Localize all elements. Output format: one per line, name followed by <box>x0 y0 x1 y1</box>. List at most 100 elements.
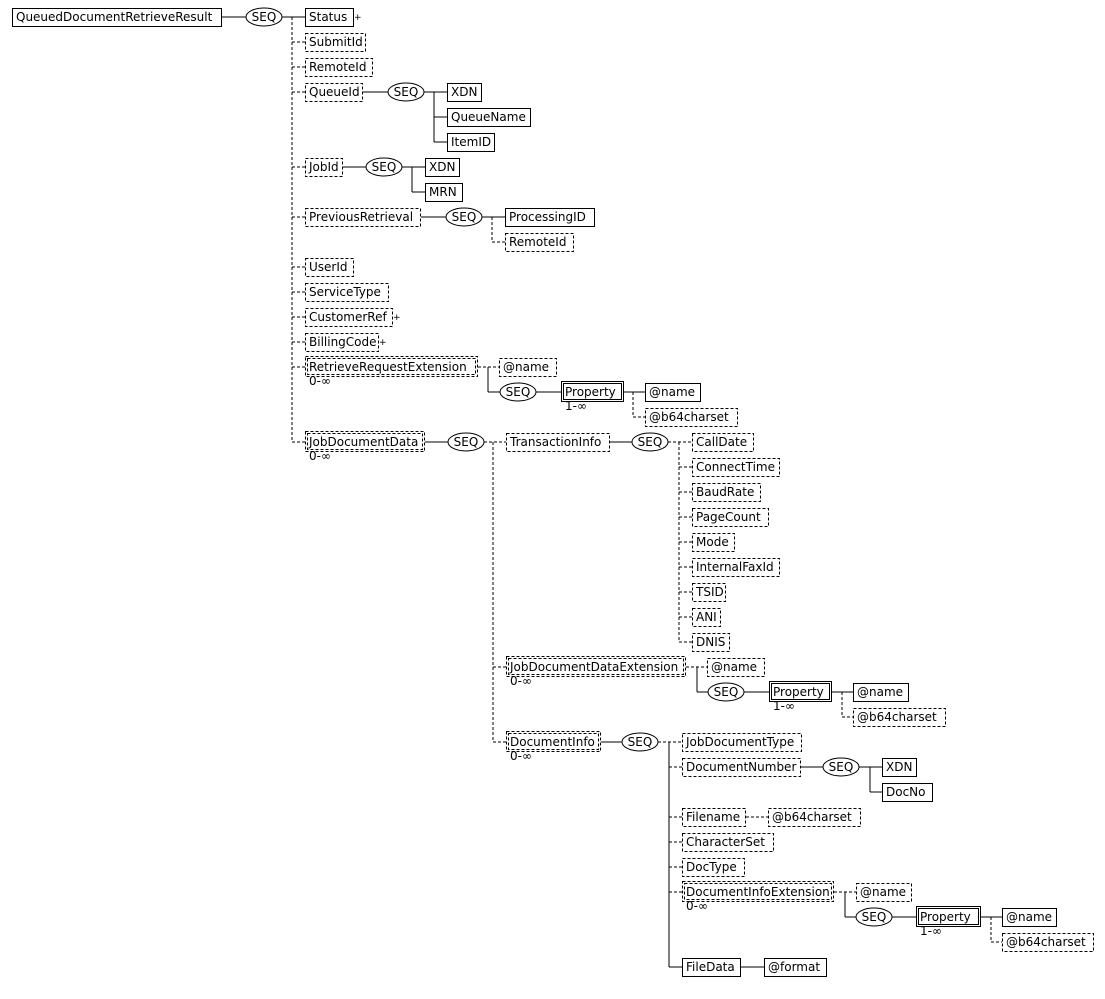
svg-text:SEQ: SEQ <box>714 685 739 699</box>
node-baud-rate[interactable]: BaudRate <box>692 483 761 502</box>
svg-text:XDN: XDN <box>429 160 455 174</box>
node-filename-charset-attr[interactable]: @b64charset <box>768 808 861 827</box>
svg-text:Property: Property <box>565 385 616 399</box>
svg-text:SEQ: SEQ <box>628 735 653 749</box>
node-billing-code[interactable]: BillingCode+ <box>305 333 387 352</box>
node-jdde-prop-charset-attr[interactable]: @b64charset <box>853 708 946 727</box>
cardinality-label: 0-∞ <box>309 449 331 463</box>
svg-text:Mode: Mode <box>696 535 729 549</box>
node-queue-name[interactable]: QueueName <box>447 108 531 127</box>
svg-text:SEQ: SEQ <box>372 160 397 174</box>
node-file-data[interactable]: FileData <box>682 958 741 977</box>
svg-text:RemoteId: RemoteId <box>309 60 366 74</box>
cardinality-label: 0-∞ <box>309 374 331 388</box>
node-doc-no[interactable]: DocNo <box>882 783 933 802</box>
node-connect-time[interactable]: ConnectTime <box>692 458 780 477</box>
svg-text:CustomerRef: CustomerRef <box>309 310 387 324</box>
svg-text:@format: @format <box>768 960 820 974</box>
svg-text:JobDocumentData: JobDocumentData <box>308 435 418 449</box>
node-job-mrn[interactable]: MRN <box>425 183 463 202</box>
node-queued-document-retrieve-result[interactable]: QueuedDocumentRetrieveResult <box>12 8 222 27</box>
node-remote-id[interactable]: RemoteId <box>305 58 373 77</box>
seq-compositor-queue-id: SEQ <box>387 82 425 102</box>
svg-text:@b64charset: @b64charset <box>857 710 937 724</box>
svg-text:SEQ: SEQ <box>252 10 277 24</box>
cardinality-label: 1-∞ <box>565 399 587 413</box>
node-rre-prop-name-attr[interactable]: @name <box>645 383 701 402</box>
svg-text:ProcessingID: ProcessingID <box>509 210 586 224</box>
svg-text:@name: @name <box>649 385 695 399</box>
node-customer-ref[interactable]: CustomerRef + <box>305 308 401 327</box>
node-item-id[interactable]: ItemID <box>447 133 495 152</box>
svg-text:SEQ: SEQ <box>452 210 477 224</box>
node-character-set[interactable]: CharacterSet <box>682 833 774 852</box>
node-rre-prop-charset-attr[interactable]: @b64charset <box>645 408 738 427</box>
node-processing-id[interactable]: ProcessingID <box>505 208 595 227</box>
node-queue-xdn[interactable]: XDN <box>447 83 482 102</box>
svg-text:CharacterSet: CharacterSet <box>686 835 765 849</box>
node-rre-name-attr[interactable]: @name <box>499 358 557 377</box>
node-ani[interactable]: ANI <box>692 608 721 627</box>
svg-text:PreviousRetrieval: PreviousRetrieval <box>309 210 413 224</box>
svg-text:TransactionInfo: TransactionInfo <box>509 435 601 449</box>
node-job-xdn[interactable]: XDN <box>425 158 460 177</box>
node-job-document-type[interactable]: JobDocumentType <box>682 733 802 752</box>
seq-compositor-document-info: SEQ <box>621 732 659 752</box>
node-status[interactable]: Status+ <box>305 8 362 27</box>
node-doc-type[interactable]: DocType <box>682 858 745 877</box>
svg-text:DocType: DocType <box>686 860 737 874</box>
svg-text:InternalFaxId: InternalFaxId <box>696 560 774 574</box>
node-die-name-attr[interactable]: @name <box>856 883 912 902</box>
node-submit-id[interactable]: SubmitId <box>305 33 366 52</box>
svg-text:ConnectTime: ConnectTime <box>696 460 775 474</box>
node-call-date[interactable]: CallDate <box>692 433 754 452</box>
node-die-prop-name-attr[interactable]: @name <box>1002 908 1057 927</box>
node-document-number[interactable]: DocumentNumber <box>682 758 801 777</box>
node-transaction-info[interactable]: TransactionInfo <box>506 433 610 452</box>
node-doc-xdn[interactable]: XDN <box>882 758 917 777</box>
node-previous-retrieval[interactable]: PreviousRetrieval <box>305 208 421 227</box>
svg-text:@name: @name <box>711 660 757 674</box>
svg-text:DocumentInfo: DocumentInfo <box>510 735 595 749</box>
svg-text:Property: Property <box>920 910 971 924</box>
node-internal-fax-id[interactable]: InternalFaxId <box>692 558 780 577</box>
svg-text:@name: @name <box>857 685 903 699</box>
node-tsid[interactable]: TSID <box>692 583 726 602</box>
svg-text:SEQ: SEQ <box>862 910 887 924</box>
svg-text:FileData: FileData <box>686 960 735 974</box>
node-mode[interactable]: Mode <box>692 533 735 552</box>
node-filename[interactable]: Filename <box>682 808 746 827</box>
node-jdde-name-attr[interactable]: @name <box>707 658 765 677</box>
node-file-data-format-attr[interactable]: @format <box>764 958 827 977</box>
svg-text:BillingCode: BillingCode <box>309 335 377 349</box>
node-jdde-prop-name-attr[interactable]: @name <box>853 683 909 702</box>
node-queue-id[interactable]: QueueId <box>305 83 363 102</box>
seq-compositor-transaction-info: SEQ <box>631 432 669 452</box>
svg-text:@name: @name <box>1006 910 1052 924</box>
svg-text:QueueId: QueueId <box>309 85 360 99</box>
node-page-count[interactable]: PageCount <box>692 508 769 527</box>
svg-text:@b64charset: @b64charset <box>649 410 729 424</box>
node-die-prop-charset-attr[interactable]: @b64charset <box>1002 933 1094 952</box>
node-job-id[interactable]: JobId <box>305 158 343 177</box>
children-collapsed-mark: + <box>393 313 401 323</box>
node-user-id[interactable]: UserId <box>305 258 354 277</box>
node-dnis[interactable]: DNIS <box>692 633 730 652</box>
svg-text:MRN: MRN <box>429 185 457 199</box>
node-service-type[interactable]: ServiceType <box>305 283 389 302</box>
svg-text:Property: Property <box>773 685 824 699</box>
svg-text:ItemID: ItemID <box>451 135 491 149</box>
svg-text:Status: Status <box>309 10 347 24</box>
svg-text:SEQ: SEQ <box>394 85 419 99</box>
children-collapsed-mark: + <box>379 338 387 348</box>
node-prev-remote-id[interactable]: RemoteId <box>505 233 574 252</box>
